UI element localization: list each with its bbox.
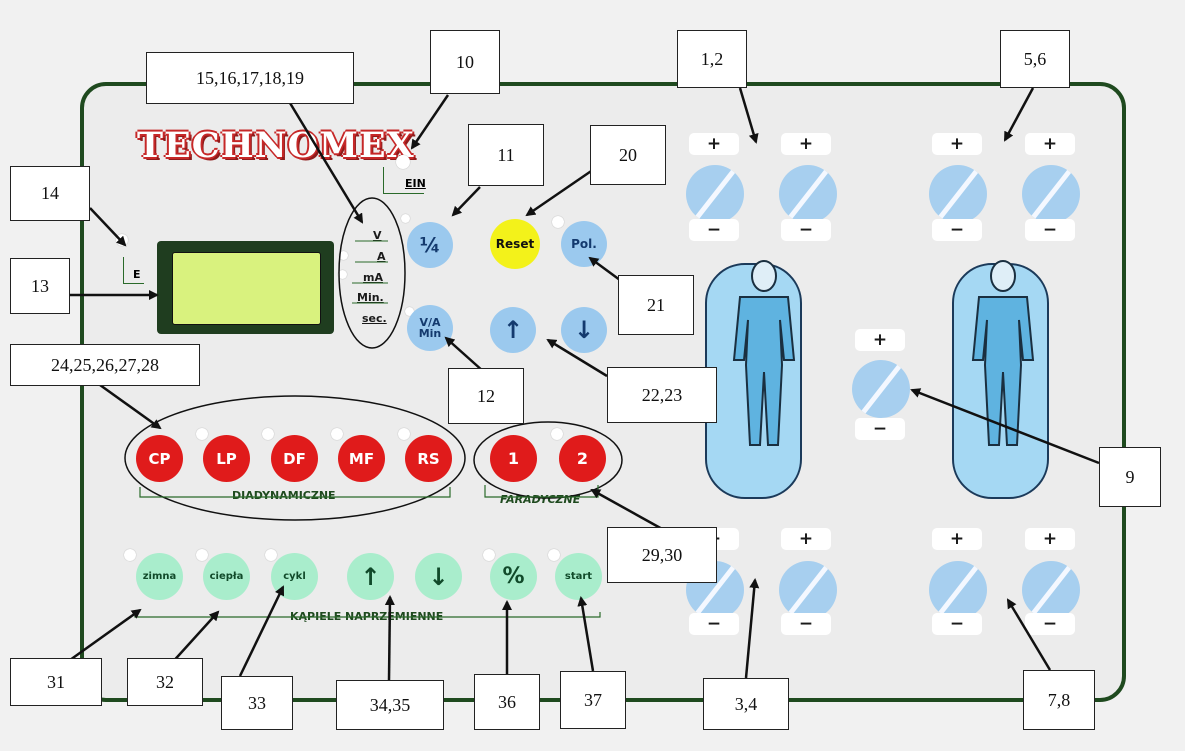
callout-33: 33 [221,676,293,730]
callout-34-35: 34,35 [336,680,444,730]
callout-1-2: 1,2 [677,30,747,88]
units-ellipse [339,198,405,348]
callout-29-30: 29,30 [607,527,717,583]
callout-31: 31 [10,658,102,706]
faradic-ellipse [474,422,622,498]
callout-32: 32 [127,658,203,706]
callout-36: 36 [474,674,540,730]
callout-14: 14 [10,166,90,221]
callout-9: 9 [1099,447,1161,507]
callout-10: 10 [430,30,500,94]
callout-3-4: 3,4 [703,678,789,730]
baths-bracket [135,612,600,617]
callout-22-23: 22,23 [607,367,717,423]
callout-13: 13 [10,258,70,314]
callout-20: 20 [590,125,666,185]
callout-24-28: 24,25,26,27,28 [10,344,200,386]
callout-37: 37 [560,671,626,729]
faradic-bracket [485,485,598,497]
callout-12: 12 [448,368,524,424]
callout-11: 11 [468,124,544,186]
diadynamic-ellipse [125,396,465,520]
callout-7-8: 7,8 [1023,670,1095,730]
callout-15-19: 15,16,17,18,19 [146,52,354,104]
callout-arrows [70,88,1099,680]
diadynamic-bracket [140,487,450,497]
callout-21: 21 [618,275,694,335]
human-figure-left [734,261,794,445]
callout-5-6: 5,6 [1000,30,1070,88]
